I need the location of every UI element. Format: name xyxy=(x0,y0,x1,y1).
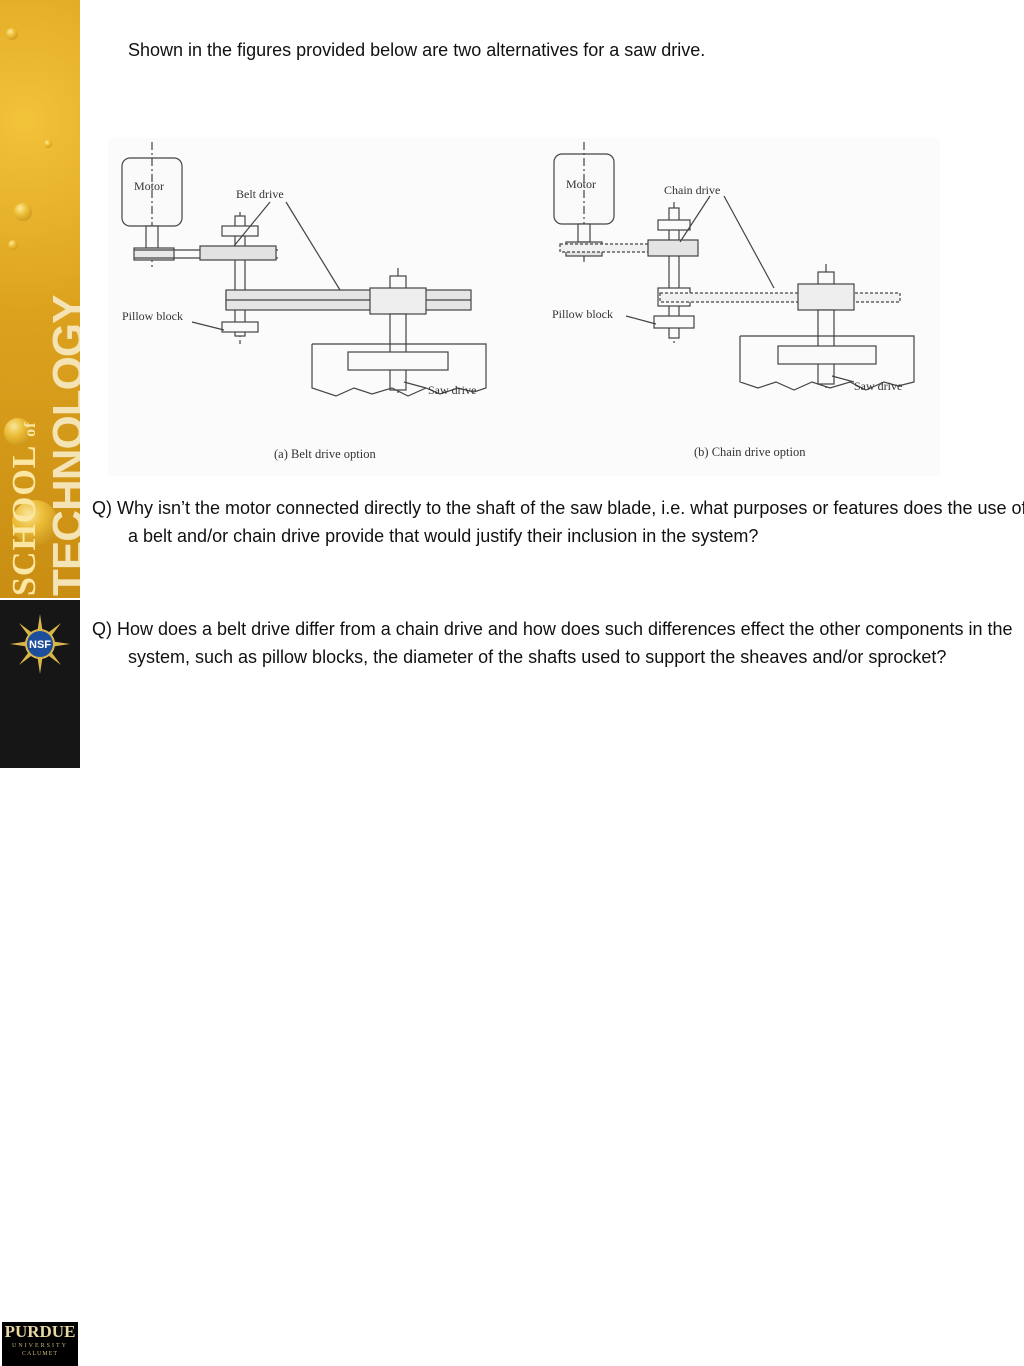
school-of-technology-wordmark: SCHOOL of TECHNOLOGY xyxy=(6,295,80,596)
intro-text: Shown in the figures provided below are … xyxy=(128,40,706,60)
purdue-calumet-logo: PURDUE UNIVERSITY CALUMET xyxy=(2,1322,78,1366)
belt-motor-label: Motor xyxy=(134,179,164,193)
left-banner: SCHOOL of TECHNOLOGY NSF xyxy=(0,0,80,1366)
question-2: Q) How does a belt drive differ from a c… xyxy=(92,619,1013,667)
school-of-technology-banner: SCHOOL of TECHNOLOGY xyxy=(0,0,80,598)
chain-caption: (b) Chain drive option xyxy=(694,445,806,459)
chain-drive-label: Chain drive xyxy=(664,183,720,197)
chain-pillow-block-label: Pillow block xyxy=(552,307,613,321)
chain-saw-drive-label: Saw drive xyxy=(854,379,902,393)
belt-saw-drive-label: Saw drive xyxy=(428,383,476,397)
saw-drive-diagram: Motor Belt drive Pillow block Saw drive … xyxy=(121,142,915,461)
belt-caption: (a) Belt drive option xyxy=(274,447,376,461)
chain-drive-diagram xyxy=(553,142,915,391)
belt-drive-diagram xyxy=(121,142,487,397)
belt-drive-label: Belt drive xyxy=(236,187,284,201)
nsf-label: NSF xyxy=(29,639,51,651)
nsf-logo: NSF xyxy=(10,614,70,674)
saw-drive-figure: Motor Belt drive Pillow block Saw drive … xyxy=(108,138,940,476)
belt-pillow-block-label: Pillow block xyxy=(122,309,183,323)
partner-logos: NSF MECHATRONICS ENGINEERING TECHNOLOGY … xyxy=(0,600,80,1366)
mechatronics-label: MECHATRONICS ENGINEERING TECHNOLOGY xyxy=(9,1286,71,1313)
question-1: Q) Why isn’t the motor connected directl… xyxy=(92,498,1024,546)
chain-motor-label: Motor xyxy=(566,177,596,191)
